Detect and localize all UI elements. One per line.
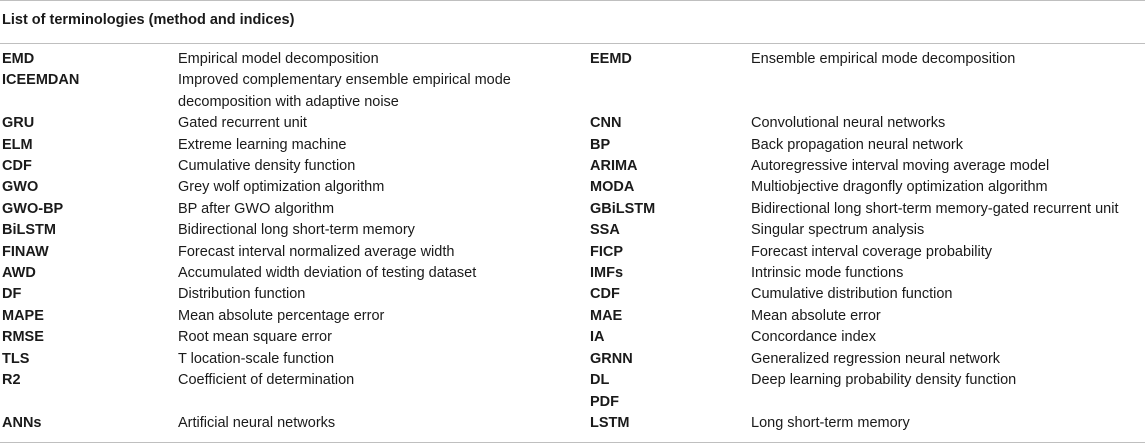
definition-left: Empirical model decomposition	[178, 51, 379, 67]
definition-right: Multiobjective dragonfly optimization al…	[751, 179, 1048, 196]
term-right: LSTM	[590, 414, 630, 431]
table-row: ICEEMDAN Improved complementary ensemble…	[0, 70, 1145, 113]
term-left	[0, 392, 178, 413]
term-left: GRU	[2, 115, 35, 132]
term-right: MODA	[590, 179, 635, 196]
definition-left: Mean absolute percentage error	[178, 307, 385, 324]
term-left: AWD	[2, 265, 36, 282]
term-left: MAPE	[2, 307, 44, 324]
term-right: CNN	[590, 115, 622, 132]
term-left: FINAW	[2, 243, 49, 260]
table-row: TLS T location-scale function GRNN Gener…	[0, 349, 1145, 370]
definition-left: Bidirectional long short-term memory	[178, 222, 415, 239]
definition-right: Concordance index	[751, 329, 876, 346]
term-left: CDF	[2, 158, 32, 175]
table-row: AWD Accumulated width deviation of testi…	[0, 263, 1145, 284]
term-left: ICEEMDAN	[2, 72, 80, 89]
definition-left: Improved complementary ensemble empirica…	[178, 72, 511, 110]
term-right: SSA	[590, 222, 620, 239]
term-right: BP	[590, 136, 611, 153]
term-right: GBiLSTM	[590, 200, 656, 217]
definition-right: Bidirectional long short-term memory-gat…	[751, 200, 1119, 217]
term-left: RMSE	[2, 329, 44, 346]
term-right: DL	[590, 372, 610, 389]
definition-left: BP after GWO algorithm	[178, 200, 335, 217]
definition-left: Distribution function	[178, 286, 306, 303]
definition-right: Forecast interval coverage probability	[751, 243, 992, 260]
table-row: ANNs Artificial neural networks LSTM Lon…	[0, 413, 1145, 434]
definition-right	[751, 392, 1145, 413]
term-right: CDF	[590, 286, 620, 303]
definition-left: Root mean square error	[178, 329, 332, 346]
term-right: MAE	[590, 307, 623, 324]
definition-left: Extreme learning machine	[178, 136, 347, 153]
table-row: EMD Empirical model decomposition EEMD E…	[0, 49, 1145, 70]
table-row: DF Distribution function CDF Cumulative …	[0, 284, 1145, 305]
term-left: TLS	[2, 350, 30, 367]
definition-right	[751, 70, 1145, 113]
table-row: RMSE Root mean square error IA Concordan…	[0, 327, 1145, 348]
definition-right: Deep learning probability density functi…	[751, 372, 1017, 389]
definition-right: Singular spectrum analysis	[751, 222, 925, 239]
bottom-rule	[0, 442, 1145, 443]
definition-left: Grey wolf optimization algorithm	[178, 179, 385, 196]
term-left: GWO-BP	[2, 200, 64, 217]
term-left: DF	[2, 286, 22, 303]
definition-right: Back propagation neural network	[751, 136, 963, 153]
definition-left: Cumulative density function	[178, 158, 356, 175]
definition-left: Forecast interval normalized average wid…	[178, 243, 455, 260]
definition-left: Gated recurrent unit	[178, 115, 307, 132]
definition-left: Accumulated width deviation of testing d…	[178, 265, 477, 282]
table-row: CDF Cumulative density function ARIMA Au…	[0, 156, 1145, 177]
definition-right: Ensemble empirical mode decomposition	[751, 51, 1016, 67]
definition-right: Intrinsic mode functions	[751, 265, 904, 282]
definition-left: Artificial neural networks	[178, 414, 336, 431]
terminology-table: EMD Empirical model decomposition EEMD E…	[0, 49, 1145, 434]
table-row: ELM Extreme learning machine BP Back pro…	[0, 135, 1145, 156]
term-right: PDF	[590, 393, 619, 410]
top-rule	[0, 0, 1145, 1]
table-row: PDF	[0, 392, 1145, 413]
term-left: GWO	[2, 179, 39, 196]
definition-left: T location-scale function	[178, 350, 335, 367]
definition-right: Generalized regression neural network	[751, 350, 1001, 367]
table-row: GWO Grey wolf optimization algorithm MOD…	[0, 177, 1145, 198]
term-right: ARIMA	[590, 158, 638, 175]
term-left: EMD	[2, 51, 35, 67]
term-right: FICP	[590, 243, 624, 260]
term-left: ANNs	[2, 414, 42, 431]
term-right: IMFs	[590, 265, 624, 282]
table-row: R2 Coefficient of determination DL Deep …	[0, 370, 1145, 391]
term-left: R2	[2, 372, 21, 389]
definition-right: Cumulative distribution function	[751, 286, 953, 303]
term-right	[590, 70, 751, 113]
definition-right: Mean absolute error	[751, 307, 881, 324]
term-right: GRNN	[590, 350, 633, 367]
table-title: List of terminologies (method and indice…	[2, 12, 295, 28]
table-row: BiLSTM Bidirectional long short-term mem…	[0, 220, 1145, 241]
term-right: IA	[590, 329, 605, 346]
term-right: EEMD	[590, 51, 632, 67]
term-left: ELM	[2, 136, 33, 153]
definition-right: Autoregressive interval moving average m…	[751, 158, 1050, 175]
table-row: GWO-BP BP after GWO algorithm GBiLSTM Bi…	[0, 199, 1145, 220]
term-left: BiLSTM	[2, 222, 56, 239]
table-row: FINAW Forecast interval normalized avera…	[0, 242, 1145, 263]
definition-right: Long short-term memory	[751, 414, 910, 431]
table-row: MAPE Mean absolute percentage error MAE …	[0, 306, 1145, 327]
definition-left: Coefficient of determination	[178, 372, 355, 389]
definition-left	[178, 392, 590, 413]
definition-right: Convolutional neural networks	[751, 115, 946, 132]
table-row: GRU Gated recurrent unit CNN Convolution…	[0, 113, 1145, 134]
header-rule	[0, 43, 1145, 44]
